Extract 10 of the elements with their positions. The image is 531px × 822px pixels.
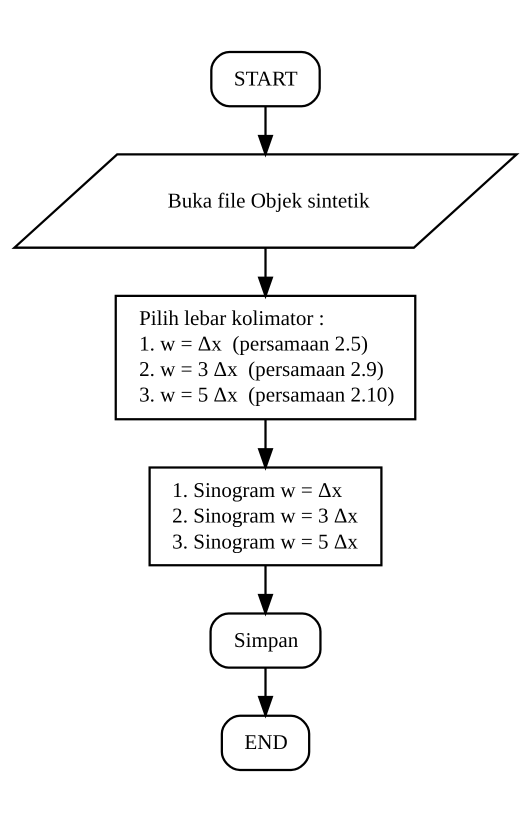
node-box: Simpan (209, 612, 322, 669)
node-box: 1. Sinogram w = Δx 2. Sinogram w = 3 Δx 3. Sinogram w = 5 Δx (148, 466, 383, 566)
node-box: Pilih lebar kolimator : 1. w = Δx (persamaan 2.5) 2. w = 3 Δx (persamaan 2.9) 3. w = 5 Δx (persamaan 2.10) (114, 294, 416, 420)
arrow (258, 106, 274, 158)
arrow (258, 419, 274, 471)
node-box: END (220, 714, 310, 772)
arrow (258, 668, 274, 719)
arrow (258, 248, 274, 300)
arrow (258, 566, 274, 616)
node-box: START (210, 50, 321, 108)
